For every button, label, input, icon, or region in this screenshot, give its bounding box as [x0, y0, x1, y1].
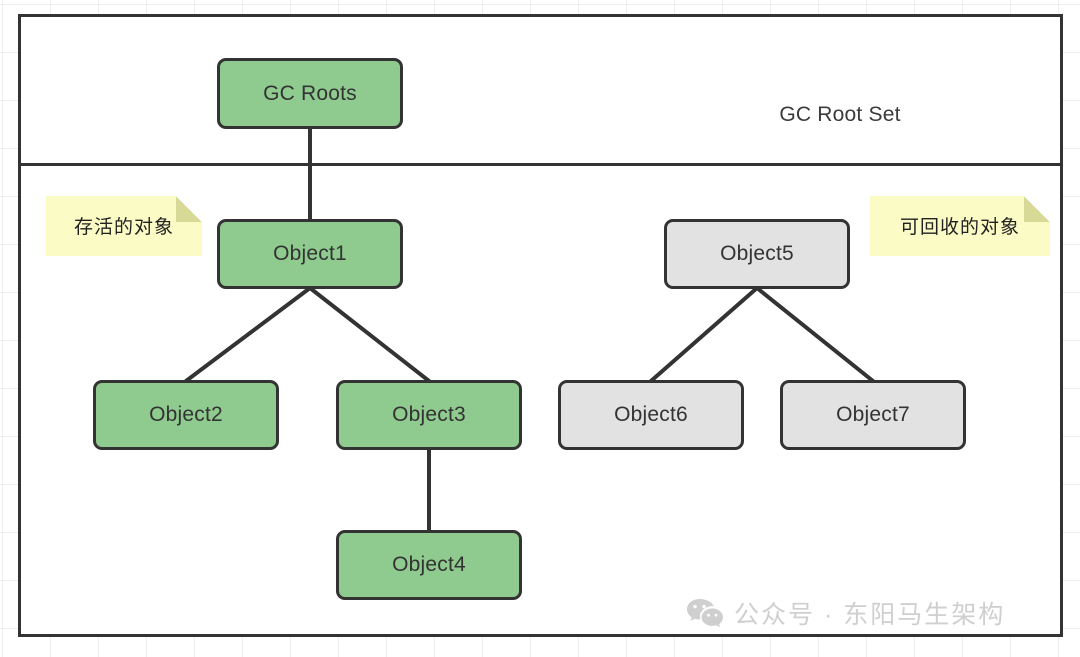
note-fold-corner: [176, 196, 202, 222]
node-object5[interactable]: Object5: [664, 219, 850, 289]
node-label: Object6: [614, 403, 688, 426]
watermark: 公众号 · 东阳马生架构: [686, 592, 1005, 634]
node-gc-roots[interactable]: GC Roots: [217, 58, 403, 129]
node-label: Object3: [392, 403, 466, 426]
node-object7[interactable]: Object7: [780, 380, 966, 450]
node-object1[interactable]: Object1: [217, 219, 403, 289]
sticky-note-label: 可回收的对象: [899, 216, 1020, 238]
sticky-note-garbage-objects: 可回收的对象: [870, 196, 1050, 256]
sticky-note-label: 存活的对象: [73, 216, 174, 238]
gc-root-set-label: GC Root Set: [779, 103, 901, 126]
node-object6[interactable]: Object6: [558, 380, 744, 450]
node-label: Object4: [392, 553, 466, 576]
section-divider: [18, 163, 1063, 166]
sticky-note-live-objects: 存活的对象: [46, 196, 202, 256]
node-label: Object1: [273, 242, 347, 265]
watermark-text: 公众号 · 东阳马生架构: [734, 601, 1006, 629]
wechat-icon: [687, 599, 723, 628]
node-label: Object7: [836, 403, 910, 426]
node-label: Object2: [149, 403, 223, 426]
node-object2[interactable]: Object2: [93, 380, 279, 450]
node-label: GC Roots: [263, 81, 357, 105]
note-fold-corner: [1024, 196, 1050, 222]
node-label: Object5: [720, 242, 794, 265]
node-object4[interactable]: Object4: [336, 530, 522, 600]
node-object3[interactable]: Object3: [336, 380, 522, 450]
